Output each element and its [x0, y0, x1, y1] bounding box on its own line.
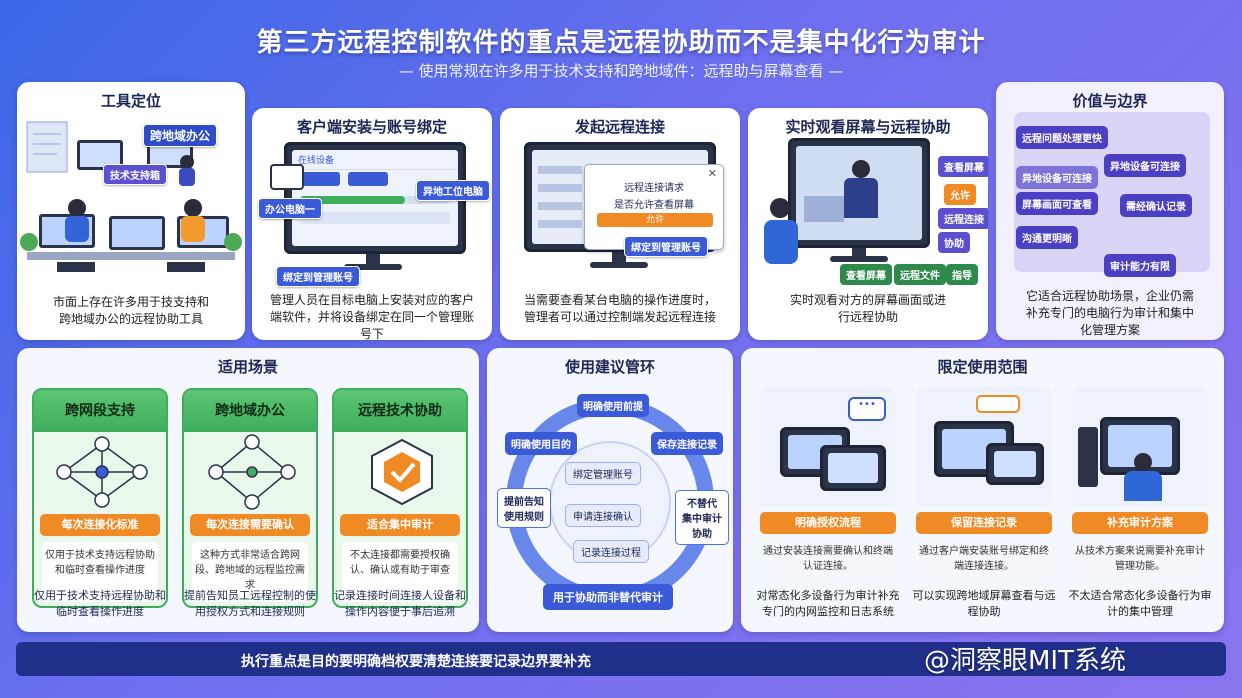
value-item: 屏幕画面可查看: [1016, 192, 1098, 215]
bind-account-button[interactable]: 绑定到管理账号: [624, 236, 708, 257]
phone-icon: [270, 164, 304, 190]
value-item: 异地设备可连接: [1104, 154, 1186, 177]
network-icon: [208, 434, 296, 510]
card-desc: 当需要查看某台电脑的操作进度时，管理者可以通过控制端发起远程连接: [523, 293, 716, 324]
screen-title: 在线设备: [292, 150, 458, 170]
cycle-center: 绑定管理账号: [565, 462, 641, 485]
screen-row: [300, 172, 340, 186]
section-usage-cycle: 使用建议管环 明确使用前提 明确使用目的 保存连接记录 提前告知 使用规则 不替…: [487, 348, 733, 632]
bottom-btn-guide[interactable]: 指导: [946, 264, 978, 285]
cycle-left: 明确使用目的: [505, 432, 577, 455]
chat-bubble-icon: •••: [848, 397, 886, 421]
cycle-outer-left: 提前告知 使用规则: [497, 488, 551, 528]
presenter-figure: [852, 160, 870, 178]
cycle-center: 申请连接确认: [565, 504, 641, 527]
screen-row: [348, 172, 388, 186]
scope-text: 不太适合常态化多设备行为审计的集中管理: [1068, 589, 1212, 618]
card-desc: 市面上存在许多用于技支持和跨地域办公的远程协助工具: [52, 295, 209, 326]
card-title: 发起远程连接: [574, 118, 665, 136]
network-icon: [56, 436, 148, 508]
scope-bar: 明确授权流程: [760, 512, 896, 534]
scenario-bottom-text: 记录连接时间连接人设备和操作内容便于事后追溯: [334, 589, 466, 618]
scope-text: 对常态化多设备行为审计补充专门的内网监控和日志系统: [756, 589, 900, 618]
card-title: 实时观看屏幕与远程协助: [785, 118, 951, 136]
page-subtitle: — 使用常规在许多用于技术支持和跨地域件：远程助与屏幕查看 —: [398, 62, 844, 80]
scope-illustration: [916, 387, 1052, 507]
scenario-card: 跨地域办公 每次连接需要确认 这种方式非常适合跨网段、跨地域的远程监控需求: [182, 388, 318, 608]
allow-button[interactable]: 允许: [597, 213, 713, 227]
bottom-btn-view[interactable]: 查看屏幕: [840, 264, 892, 285]
cycle-bottom: 用于协助而非替代审计: [543, 584, 673, 610]
scenario-bottom-text: 仅用于技术支持远程协助和临时查看操作进度: [34, 589, 166, 618]
card-tool-positioning: 工具定位 跨地域办公 技术支持箱 市面上存在许多用于技支持和跨地域办公的远程协助…: [17, 82, 245, 340]
scenario-card: 跨网段支持 每次连接化标准 仅用于技术支持远程协助和临时查看操作进度: [32, 388, 168, 608]
scenario-desc: 这种方式非常适合跨网段、跨地域的远程监控需求: [192, 542, 308, 602]
cycle-right: 保存连接记录: [651, 432, 723, 455]
tag-bind-account: 绑定到管理账号: [276, 266, 360, 287]
scenario-bar: 每次连接需要确认: [190, 514, 310, 536]
scope-illustration: [1072, 387, 1208, 507]
value-item: 需经确认记录: [1120, 194, 1192, 217]
tag-cross-region: 跨地域办公: [143, 124, 218, 147]
card-title: 客户端安装与账号绑定: [296, 118, 447, 136]
dialog-title: 远程连接请求: [624, 183, 684, 194]
scope-text: 可以实现跨地域屏幕查看与远程协助: [912, 589, 1056, 618]
monitor: [788, 138, 930, 248]
footer-text: 执行重点是目的要明确档权要清楚连接要记录边界要补充: [241, 654, 591, 670]
person-illustration: [764, 198, 798, 264]
card-client-install: 客户端安装与账号绑定 在线设备 办公电脑一 异地工位电脑 绑定到管理账号 管理人…: [252, 108, 492, 340]
connection-dialog: ✕ 远程连接请求 是否允许查看屏幕 允许: [584, 164, 724, 250]
scope-desc: 从技术方案来说需要补充审计管理功能。: [1072, 538, 1208, 582]
tag-office-pc: 办公电脑一: [258, 198, 322, 219]
cycle-top: 明确使用前提: [577, 394, 649, 417]
dialog-text: 是否允许查看屏幕: [614, 200, 694, 211]
value-item: 远程问题处理更快: [1016, 126, 1108, 149]
bottom-btn-file[interactable]: 远程文件: [894, 264, 946, 285]
shield-icon: [371, 438, 433, 506]
scope-desc: 通过客户端安装账号绑定和终端连接连接。: [916, 538, 1052, 582]
scenario-bottom-text: 提前告知员工远程控制的使用授权方式和连接规则: [184, 589, 316, 618]
cycle-center: 记录连接过程: [573, 540, 649, 563]
scenario-desc: 不太连接都需要授权确认、确认或有助于审查: [342, 542, 458, 602]
scope-illustration: •••: [760, 387, 896, 507]
progress-bar: [300, 196, 450, 204]
dialog-close-icon[interactable]: ✕: [707, 167, 717, 180]
value-item: 异地设备可连接: [1016, 166, 1098, 189]
card-title: 价值与边界: [1072, 92, 1148, 110]
screen-row: [300, 212, 450, 224]
value-item: 审计能力有限: [1104, 254, 1176, 277]
scope-bar: 补充审计方案: [1072, 512, 1208, 534]
scenario-title: 远程技术协助: [334, 390, 466, 432]
page-title: 第三方远程控制软件的重点是远程协助而不是集中化行为审计: [256, 28, 986, 58]
watermark: @洞察眼MIT系统: [924, 646, 1126, 676]
scope-bar: 保留连接记录: [916, 512, 1052, 534]
card-desc: 它适合远程协助场景，企业仍需补充专门的电脑行为审计和集中化管理方案: [1025, 289, 1194, 337]
card-title: 工具定位: [100, 92, 161, 110]
card-live-view: 实时观看屏幕与远程协助 查看屏幕 允许 远程连接 协助 查看屏幕 远程文件 指导…: [748, 108, 988, 340]
cycle-outer-right: 不替代 集中审计 协助: [675, 490, 729, 545]
card-value-boundary: 价值与边界 远程问题处理更快 异地设备可连接 异地设备可连接 屏幕画面可查看 需…: [996, 82, 1224, 340]
scope-desc: 通过安装连接需要确认和终端认证连接。: [760, 538, 896, 582]
scenario-card: 远程技术协助 适合集中审计 不太连接都需要授权确认、确认或有助于审查: [332, 388, 468, 608]
value-item: 沟通更明晰: [1016, 226, 1078, 249]
card-start-connection: 发起远程连接 ✕ 远程连接请求 是否允许查看屏幕 允许 绑定到管理账号 当需要查…: [500, 108, 740, 340]
scenario-bar: 适合集中审计: [340, 514, 460, 536]
footer-bar: [16, 642, 1226, 676]
scenario-desc: 仅用于技术支持远程协助和临时查看操作进度: [42, 542, 158, 602]
header: 第三方远程控制软件的重点是远程协助而不是集中化行为审计 — 使用常规在许多用于技…: [0, 0, 1242, 84]
tag-tech-support: 技术支持箱: [103, 164, 167, 185]
side-btn-remote[interactable]: 远程连接: [938, 208, 988, 229]
scenario-title: 跨网段支持: [34, 390, 166, 432]
section-title: 适用场景: [217, 358, 278, 376]
section-title: 限定使用范围: [937, 358, 1028, 376]
tag-remote-pc: 异地工位电脑: [416, 180, 490, 201]
side-btn-assist[interactable]: 协助: [938, 232, 970, 253]
scenario-bar: 每次连接化标准: [40, 514, 160, 536]
card-desc: 实时观看对方的屏幕画面或进行远程协助: [790, 293, 947, 324]
section-title: 使用建议管环: [564, 358, 655, 376]
scenario-title: 跨地域办公: [184, 390, 316, 432]
side-btn-view[interactable]: 查看屏幕: [938, 156, 988, 177]
side-btn-allow[interactable]: 允许: [944, 184, 976, 205]
card-desc: 管理人员在目标电脑上安装对应的客户端软件，并将设备绑定在同一个管理账号下: [270, 293, 475, 340]
